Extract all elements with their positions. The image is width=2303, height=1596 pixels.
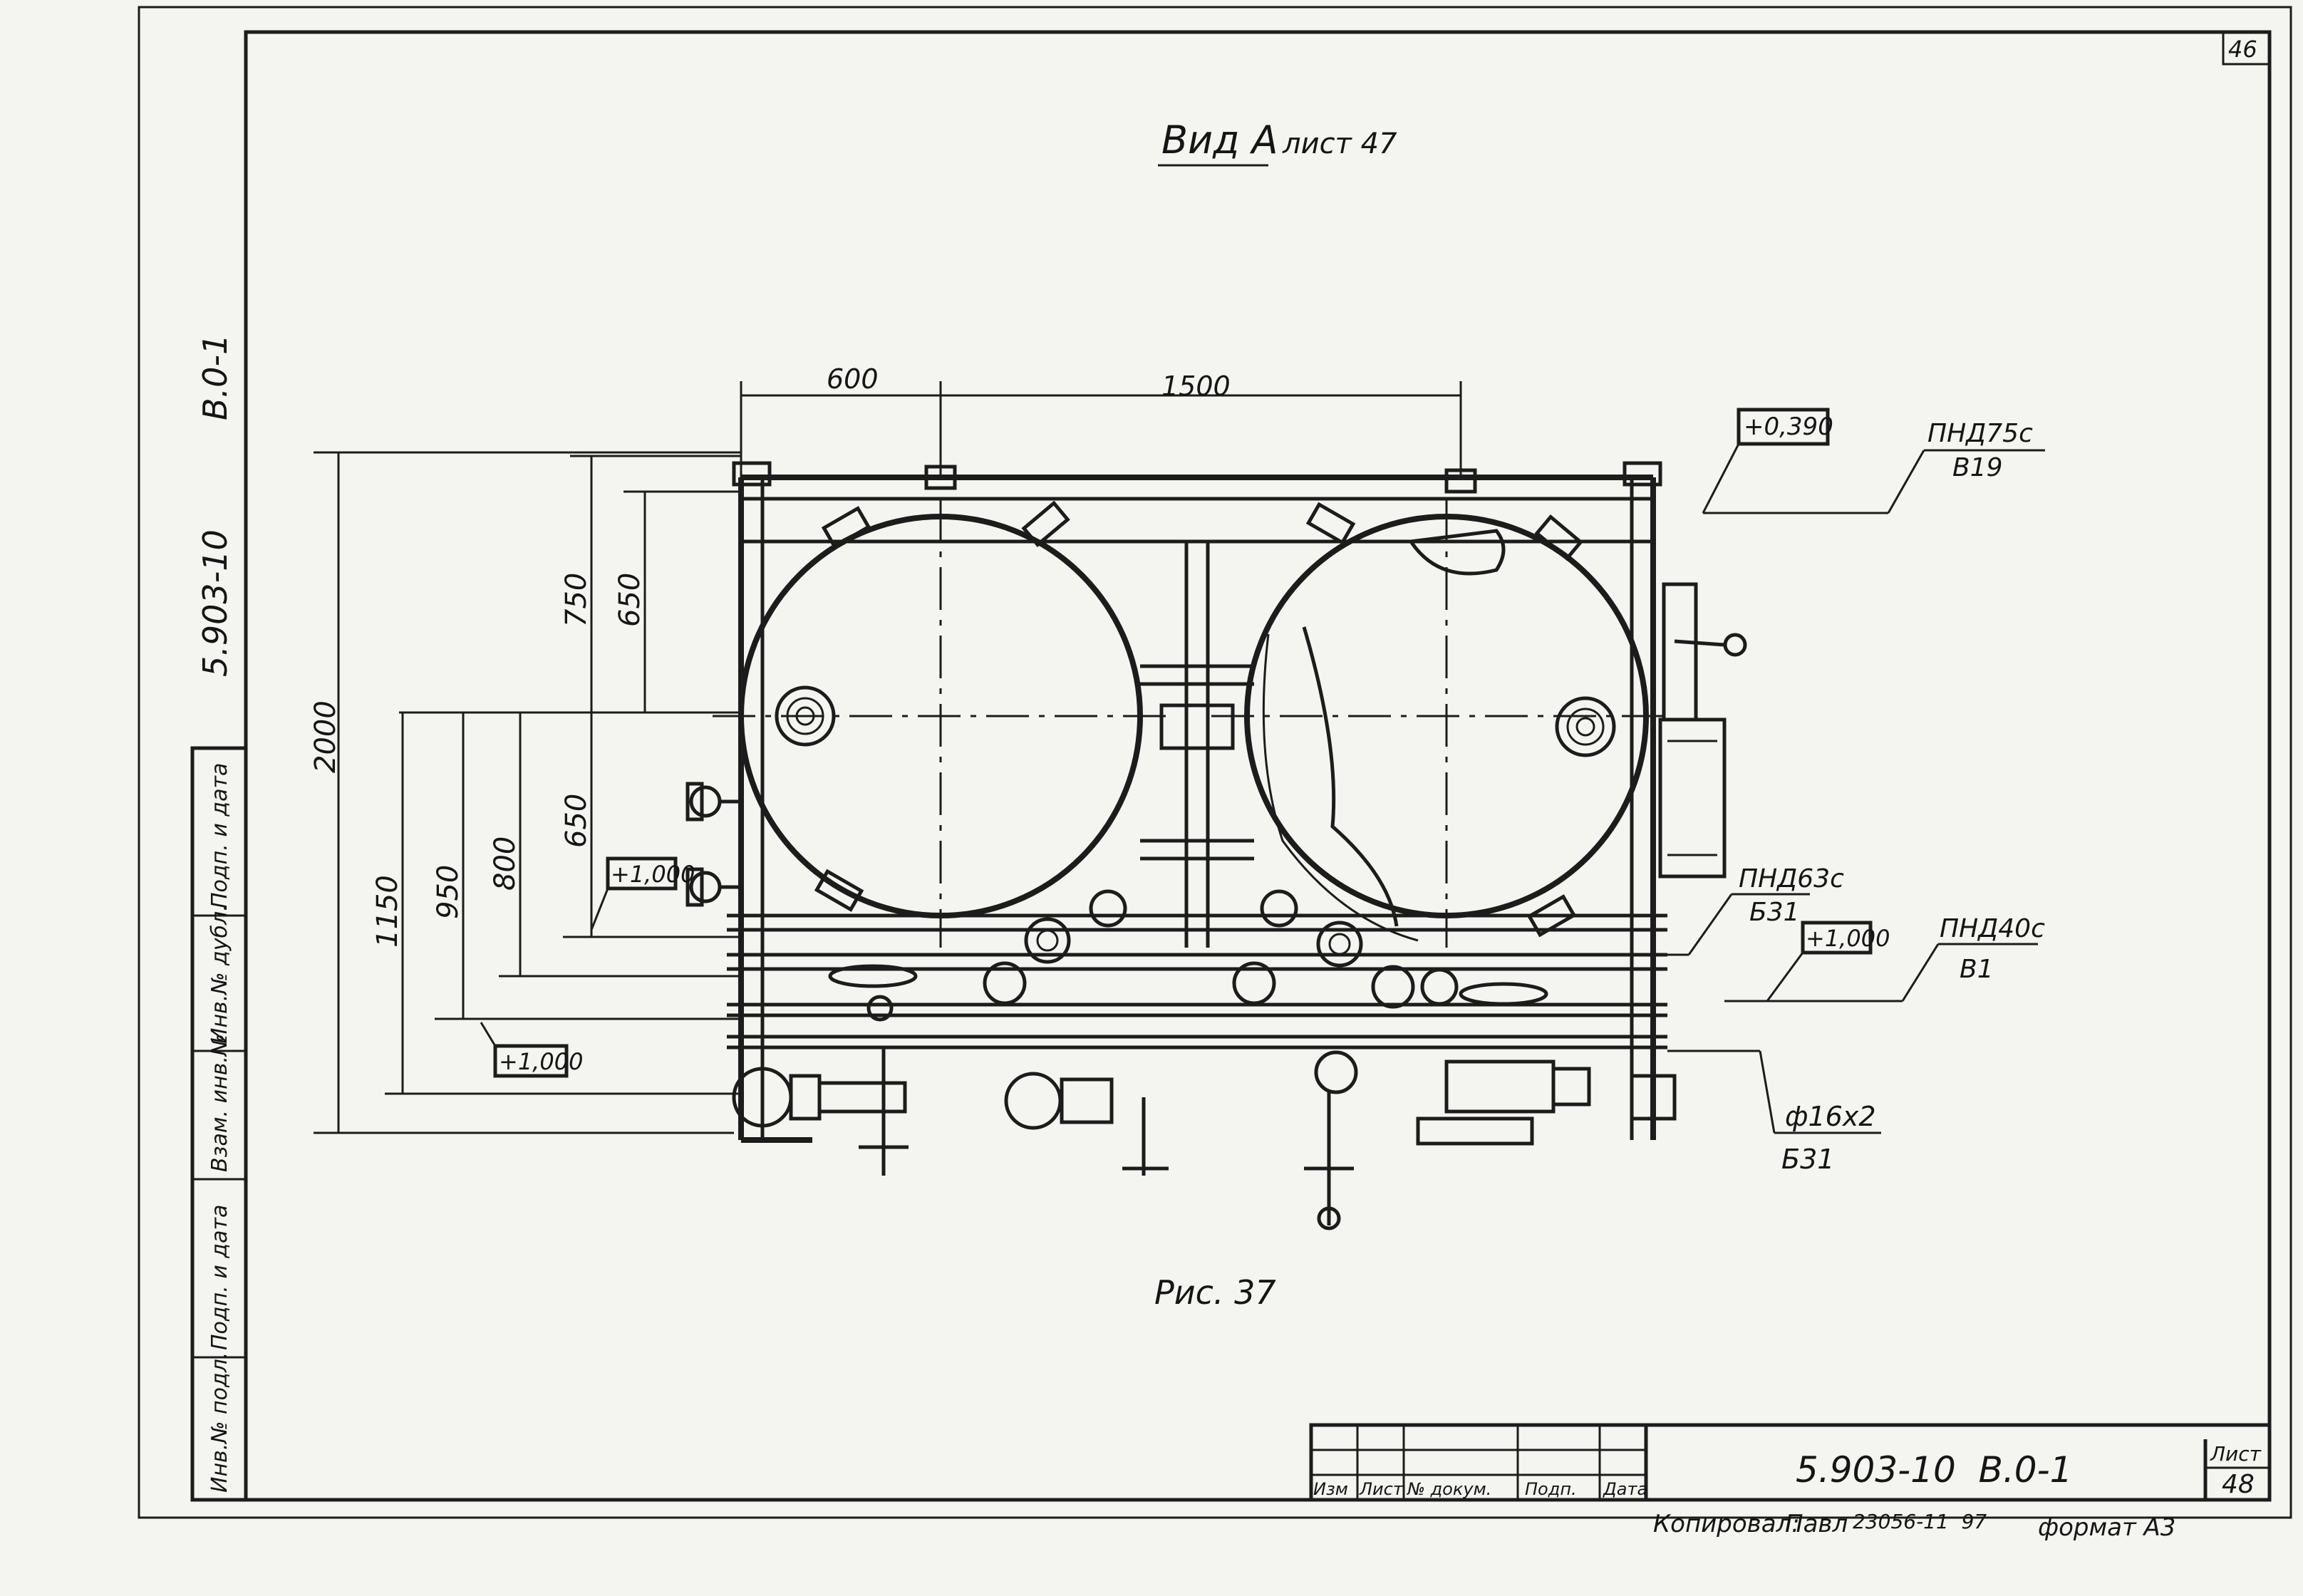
elev-top: +0,390 xyxy=(1744,413,1833,441)
pump-middle xyxy=(1004,1072,1062,1130)
footer-order: 23056-11 97 xyxy=(1853,1510,1987,1533)
view-sheet-ref: лист 47 xyxy=(1282,128,1397,160)
side-cell-2: Инв.№ дубл. xyxy=(207,904,232,1044)
dim-1150: 1150 xyxy=(371,875,404,948)
tb-sheet-value: 48 xyxy=(2222,1470,2255,1499)
dim-2000: 2000 xyxy=(309,700,342,773)
dim-1500: 1500 xyxy=(1161,370,1231,402)
equipment-drawing xyxy=(685,461,1747,1230)
side-doc-sheet: В.0-1 xyxy=(196,334,234,420)
footer-copied-label: Копировал: xyxy=(1653,1510,1800,1538)
callout-4-line1: ф16х2 xyxy=(1785,1101,1876,1132)
elevation-marks: +0,390 +1,000 +1,000 +1,000 xyxy=(480,408,1890,1078)
left-manhole xyxy=(775,685,836,747)
corner-sheet-number: 46 xyxy=(2228,36,2257,63)
footer-copied-sign: Павл xyxy=(1785,1510,1848,1538)
side-cell-5: Инв.№ подл. xyxy=(207,1352,232,1493)
callout-3-line2: В1 xyxy=(1960,955,1994,984)
callout-2-line2: Б31 xyxy=(1749,898,1800,927)
tb-designation: 5.903-10 В.0-1 xyxy=(1796,1449,2072,1491)
tb-header-izm: Изм xyxy=(1313,1479,1348,1499)
side-stamp: Подп. и дата Инв.№ дубл. Взам. инв.№ Под… xyxy=(190,334,248,1502)
dim-800: 800 xyxy=(489,836,522,891)
side-doc-code: 5.903-10 xyxy=(196,529,234,677)
tb-sheet-label: Лист xyxy=(2210,1442,2262,1466)
side-cell-4: Подп. и дата xyxy=(207,1205,232,1350)
side-cell-1: Подп. и дата xyxy=(207,763,232,908)
dim-600: 600 xyxy=(827,363,879,395)
elev-left-low: +1,000 xyxy=(499,1048,583,1075)
side-cell-3: Взам. инв.№ xyxy=(207,1034,232,1172)
elev-left-mid: +1,000 xyxy=(611,861,695,888)
right-manhole xyxy=(1555,696,1616,757)
callout-1-line2: В19 xyxy=(1952,453,2003,482)
corner-sheet-box xyxy=(2222,31,2271,66)
callout-1-line1: ПНД75с xyxy=(1927,419,2033,448)
callout-2-line1: ПНД63с xyxy=(1739,864,1844,893)
figure-caption: Рис. 37 xyxy=(1154,1273,1276,1312)
dimension-lines: 600 1500 2000 750 650 650 800 950 1150 xyxy=(309,363,1462,1134)
callouts: ПНД75с В19 ПНД63с Б31 ПНД40с В1 ф16х2 Б3… xyxy=(1660,419,2045,1175)
tb-header-doc: № докум. xyxy=(1406,1479,1491,1499)
callout-3-line1: ПНД40с xyxy=(1940,914,2045,943)
title-block: Изм Лист № докум. Подп. Дата 5.903-10 В.… xyxy=(1309,1423,2272,1502)
elev-right-mid: +1,000 xyxy=(1806,925,1890,952)
dim-950: 950 xyxy=(432,865,465,919)
tb-header-date: Дата xyxy=(1603,1479,1647,1499)
dim-650-upper: 650 xyxy=(614,573,646,627)
footer-format: формат А3 xyxy=(2038,1513,2175,1542)
outer-frame xyxy=(138,6,2292,1519)
tb-header-sign: Подп. xyxy=(1525,1479,1577,1499)
dim-750: 750 xyxy=(560,573,593,627)
tb-header-list: Лист xyxy=(1359,1479,1404,1499)
callout-4-line2: Б31 xyxy=(1781,1144,1834,1175)
view-title: Вид А xyxy=(1161,118,1278,162)
dim-650-lower: 650 xyxy=(560,794,593,848)
